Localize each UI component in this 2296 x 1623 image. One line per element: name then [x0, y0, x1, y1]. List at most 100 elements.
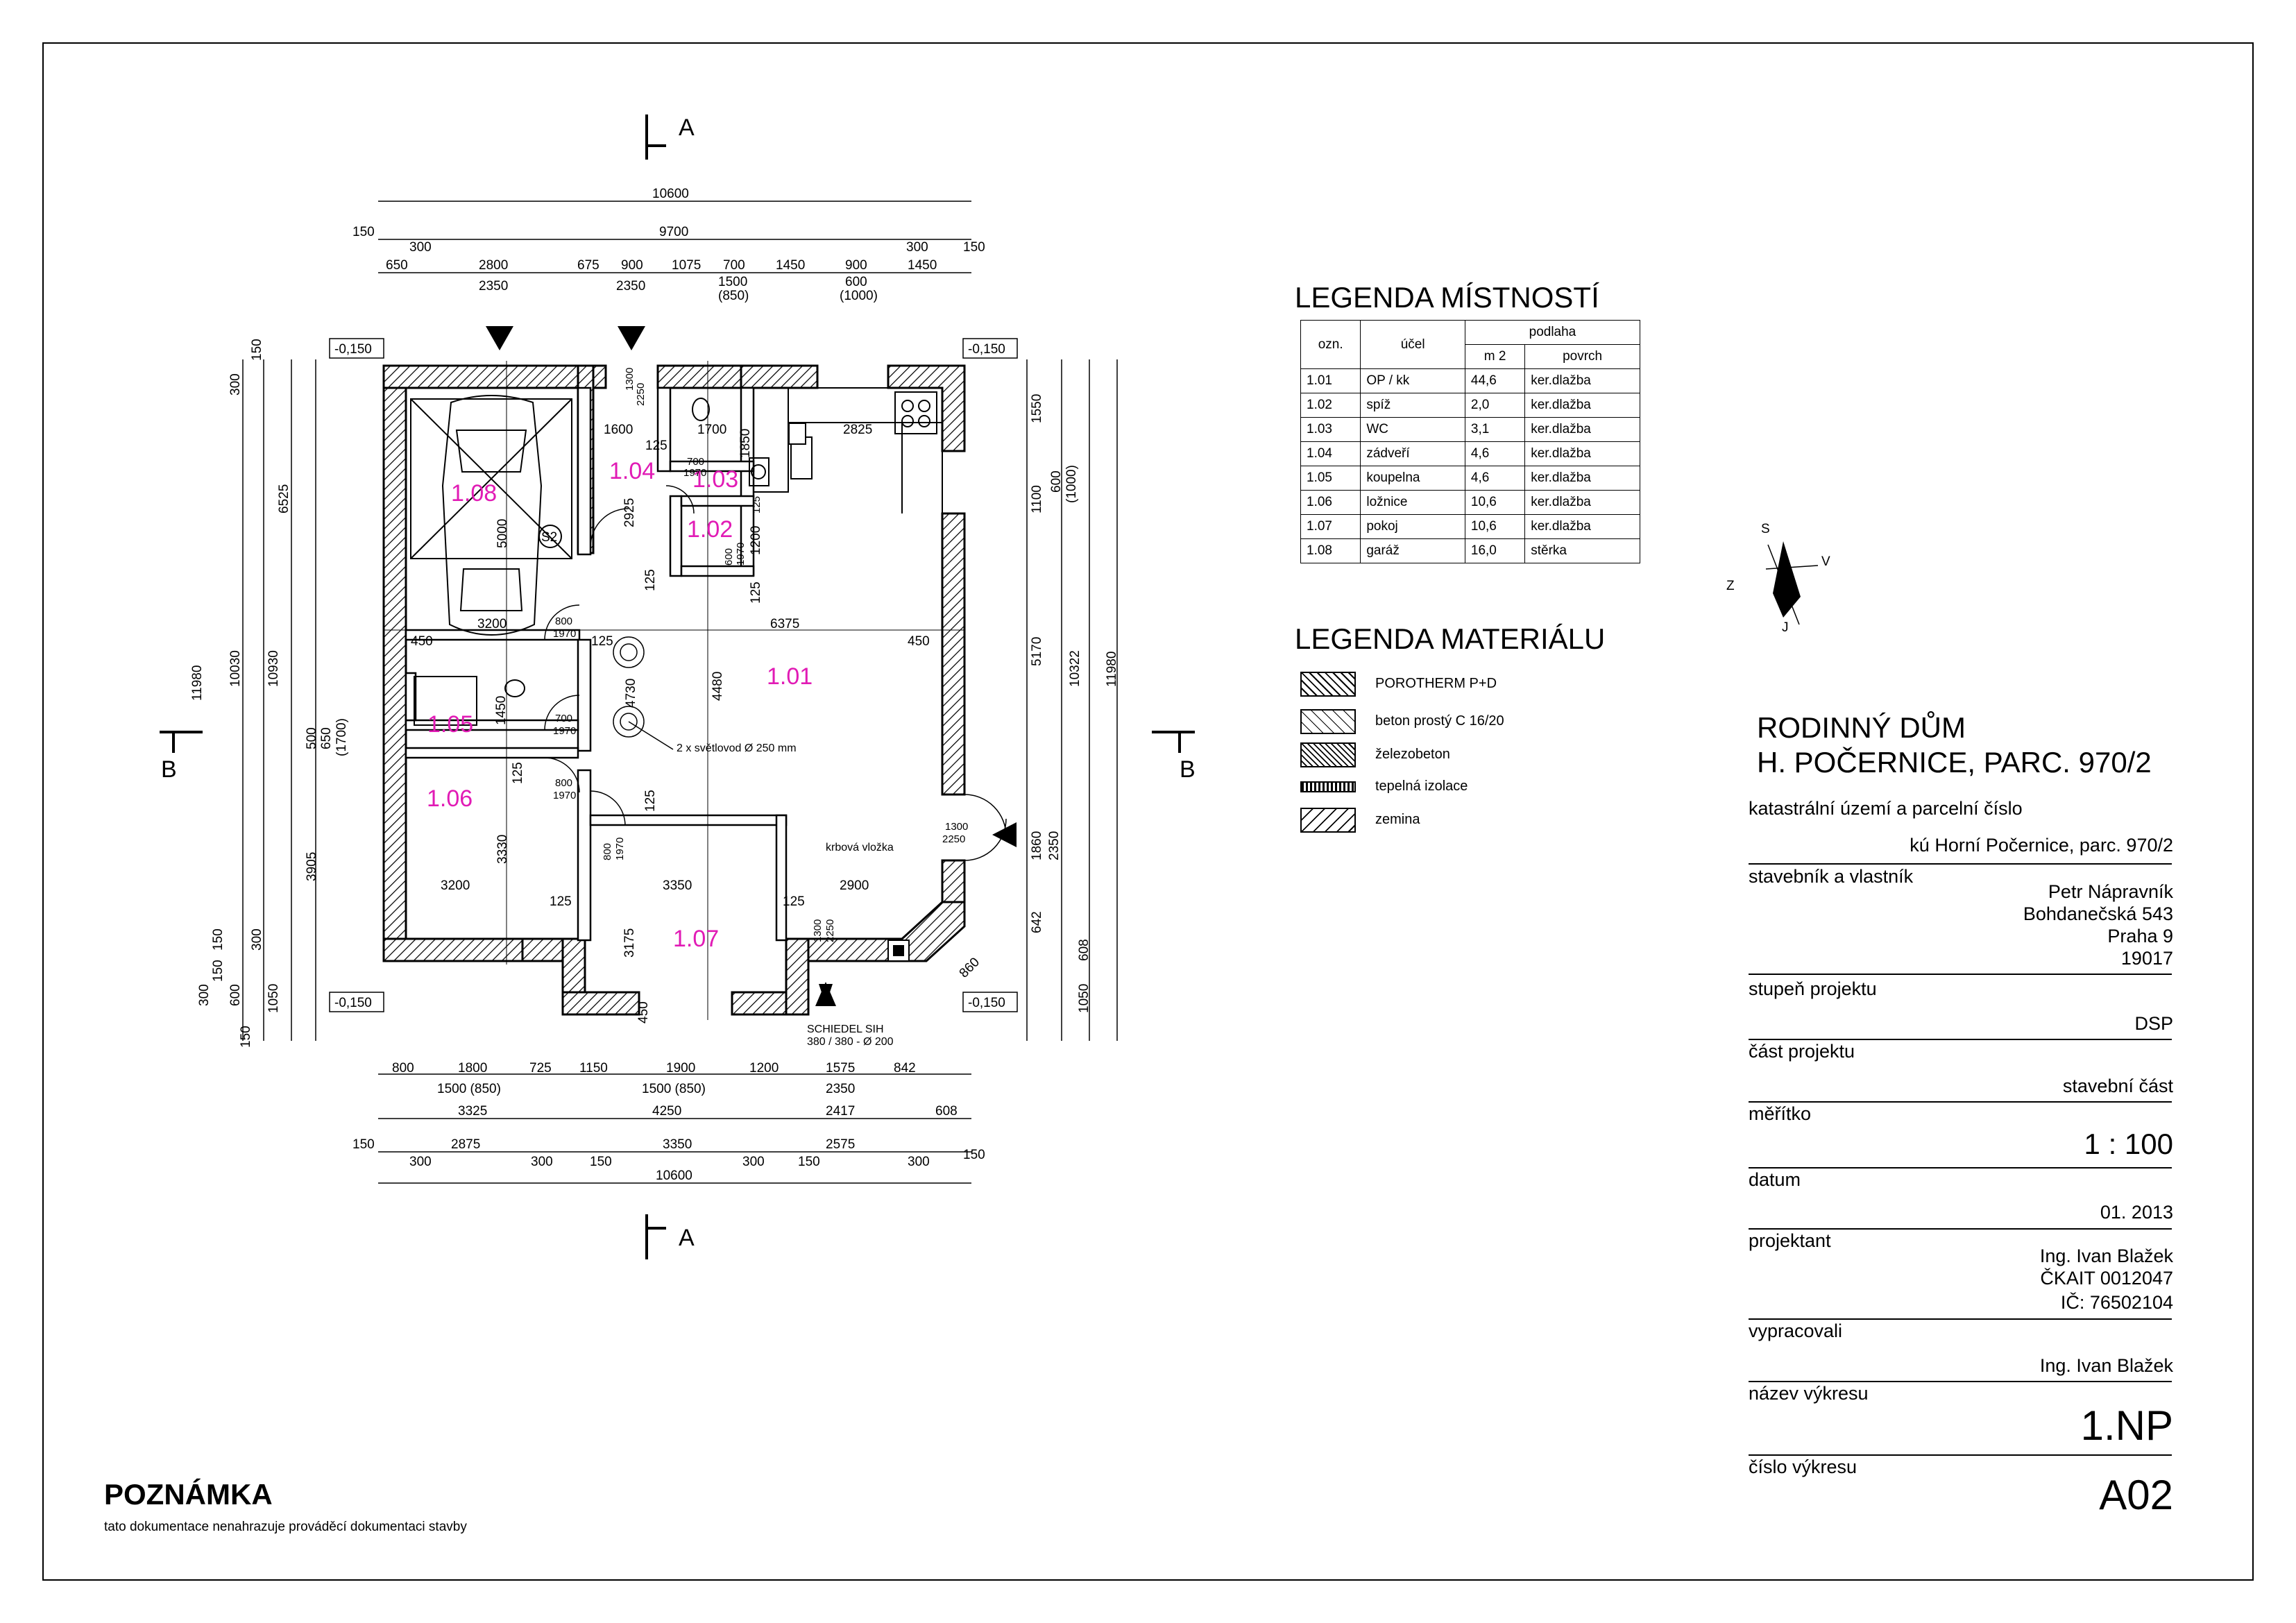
- dim-label: 3200: [441, 878, 470, 893]
- dim-label: 1450: [494, 696, 509, 725]
- compass-north: S: [1761, 522, 1770, 536]
- dim-label: 1075: [672, 258, 701, 273]
- dim-label: 150: [211, 960, 226, 982]
- dim-label: 900: [845, 258, 867, 273]
- drawing-name-label: název výkresu: [1749, 1383, 1869, 1404]
- dim-label: 300: [409, 240, 432, 255]
- scale-label: měřítko: [1749, 1103, 1812, 1124]
- drawn-value: Ing. Ivan Blažek: [2039, 1355, 2173, 1376]
- chimney-arrow: [815, 982, 836, 1006]
- dim-label: 125: [751, 496, 763, 513]
- dim-label: 450: [908, 634, 930, 649]
- dim-label: 1860: [1030, 831, 1044, 860]
- legend-cell-code: 1.04: [1300, 441, 1361, 466]
- dim-label: 6525: [277, 484, 291, 513]
- dim-label: 2350: [479, 279, 508, 294]
- dim-label: 600: [228, 984, 243, 1006]
- note-text: tato dokumentace nenahrazuje prováděcí d…: [104, 1520, 467, 1534]
- dim-label: (1000): [840, 289, 878, 303]
- dim-label: 4250: [652, 1104, 681, 1119]
- legend-cell-surface: ker.dlažba: [1524, 393, 1640, 418]
- dim-label: 1970: [553, 628, 576, 640]
- col-purpose: účel: [1360, 320, 1465, 369]
- dim-label: 1450: [908, 258, 937, 273]
- dim-label: 2900: [840, 878, 869, 893]
- dim-label: 10030: [228, 650, 243, 687]
- dim-label: 9700: [659, 225, 688, 239]
- col-surface: povrch: [1524, 344, 1640, 369]
- room-label: 1.05: [427, 711, 473, 738]
- dim-label: 1100: [1030, 485, 1044, 513]
- dim-label: 860: [957, 955, 983, 980]
- car-icon: [410, 395, 572, 636]
- legend-cell-surface: ker.dlažba: [1524, 514, 1640, 539]
- axis-lines: [384, 361, 964, 1020]
- legend-cell-surface: ker.dlažba: [1524, 368, 1640, 393]
- room-label: 1.03: [692, 466, 738, 493]
- legend-cell-purpose: pokoj: [1360, 514, 1465, 539]
- dim-label: 2350: [826, 1082, 855, 1096]
- drawing-name-value: 1.NP: [2080, 1402, 2173, 1449]
- s2-label: S2: [541, 530, 557, 545]
- legend-cell-code: 1.01: [1300, 368, 1361, 393]
- designer-line: Ing. Ivan Blažek: [2039, 1246, 2173, 1266]
- stage-value: DSP: [2134, 1013, 2173, 1034]
- title-block-divider: [1749, 1318, 2172, 1320]
- designer-line: IČ: 76502104: [2060, 1292, 2173, 1313]
- dim-label: 1575: [826, 1061, 855, 1076]
- title-block-divider: [1749, 1381, 2172, 1382]
- owner-line: Praha 9: [2107, 926, 2173, 946]
- dim-label: 800: [555, 777, 572, 789]
- compass-west: Z: [1726, 579, 1735, 593]
- dim-label: 2417: [826, 1104, 855, 1119]
- dim-label: 125: [550, 894, 572, 909]
- legend-rooms-title: LEGENDA MÍSTNOSTÍ: [1295, 281, 1599, 314]
- dim-label: 125: [511, 762, 525, 784]
- dim-label: 2250: [635, 383, 647, 406]
- sanitary-fixtures: [414, 398, 769, 726]
- level-mark-boxes: [329, 338, 1018, 1012]
- dim-label: 700: [723, 258, 745, 273]
- legend-cell-surface: ker.dlažba: [1524, 490, 1640, 515]
- dim-label: 1300: [812, 919, 824, 942]
- legend-cell-code: 1.07: [1300, 514, 1361, 539]
- legend-cell-purpose: garáž: [1360, 538, 1465, 563]
- dim-label: 300: [228, 373, 243, 396]
- room-label: 1.08: [451, 480, 497, 507]
- drawn-label: vypracovali: [1749, 1320, 1843, 1341]
- dim-label: 2825: [843, 423, 872, 437]
- dim-label: 150: [590, 1155, 612, 1169]
- section-label-b-right: B: [1180, 756, 1196, 783]
- dim-label: 150: [798, 1155, 820, 1169]
- dim-label: 3330: [495, 835, 510, 864]
- room-label: 1.07: [673, 926, 719, 952]
- dim-label: 1970: [735, 543, 747, 566]
- designer-line: ČKAIT 0012047: [2040, 1268, 2173, 1289]
- dim-label: 1970: [553, 725, 576, 737]
- dim-label: 2350: [616, 279, 645, 294]
- dim-label: 2250: [824, 919, 836, 942]
- dim-label: 2575: [826, 1137, 855, 1152]
- dim-label: 842: [894, 1061, 916, 1076]
- dim-label: 125: [645, 439, 667, 453]
- skylight-note: 2 x světlovod Ø 250 mm: [677, 742, 797, 754]
- col-code: ozn.: [1300, 320, 1361, 369]
- owner-line: 19017: [2120, 948, 2173, 969]
- dim-label: 450: [411, 634, 433, 649]
- dim-label: 150: [211, 928, 226, 951]
- legend-cell-surface: ker.dlažba: [1524, 417, 1640, 442]
- title-block-divider: [1749, 1454, 2172, 1456]
- dim-label: 1500 (850): [642, 1082, 706, 1096]
- room-label: 1.02: [687, 516, 733, 543]
- chimney: [788, 423, 910, 962]
- dim-label: 500: [305, 727, 319, 749]
- dim-label: 1450: [776, 258, 805, 273]
- dim-label: 642: [1030, 911, 1044, 933]
- dim-label: 1970: [614, 838, 626, 860]
- compass-icon: [1765, 541, 1819, 625]
- owner-label: stavebník a vlastník: [1749, 866, 1914, 887]
- dim-label: 150: [352, 225, 375, 239]
- dim-label: 650: [386, 258, 408, 273]
